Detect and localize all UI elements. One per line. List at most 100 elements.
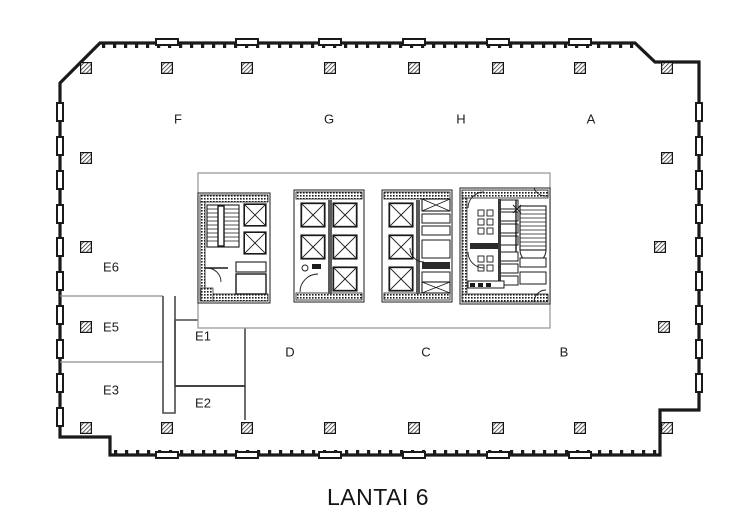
wall-mullion-tick	[653, 450, 657, 454]
wall-mullion-tick	[212, 44, 216, 48]
left-wall-windows	[56, 102, 64, 427]
facade-opening	[402, 38, 426, 46]
column-marker	[661, 62, 673, 74]
wall-mullion-tick	[609, 450, 613, 454]
wall-mullion-tick	[543, 450, 547, 454]
bottom-wall-openings	[155, 451, 592, 459]
wall-mullion-tick	[432, 44, 436, 48]
toilet-cubicles-male	[498, 199, 519, 287]
top-wall-openings	[155, 38, 592, 46]
wall-mullion-tick	[642, 450, 646, 454]
column-marker	[80, 62, 92, 74]
wall-mullion-tick	[399, 44, 403, 48]
elevator-c4	[332, 234, 358, 260]
wall-mullion-tick	[213, 450, 217, 454]
column-marker	[574, 422, 586, 434]
wall-mullion-tick	[598, 450, 602, 454]
lift-core-wall-center	[328, 200, 332, 294]
facade-window	[695, 204, 703, 224]
wall-mullion-tick	[311, 44, 315, 48]
wall-mullion-tick	[388, 44, 392, 48]
wall-mullion-tick	[443, 44, 447, 48]
facade-window	[695, 339, 703, 359]
wall-mullion-tick	[224, 450, 228, 454]
elevator-c3	[300, 234, 326, 260]
wall-mullion-tick	[278, 44, 282, 48]
zone-label-f: F	[174, 111, 182, 126]
facade-opening	[235, 38, 259, 46]
wall-mullion-tick	[520, 44, 524, 48]
wash-basins	[467, 209, 505, 289]
wall-mullion-tick	[290, 450, 294, 454]
zone-label-e2: E2	[195, 395, 211, 410]
elevator-c5	[332, 266, 358, 292]
facade-opening	[155, 451, 179, 459]
column-marker	[492, 62, 504, 74]
facade-opening	[235, 451, 259, 459]
elevator-c1	[300, 202, 326, 228]
facade-opening	[155, 38, 179, 46]
column-marker	[661, 152, 673, 164]
stairwell-east	[512, 200, 547, 264]
facade-window	[695, 136, 703, 156]
door-swing-toilet-1	[467, 191, 485, 209]
wall-mullion-tick	[201, 44, 205, 48]
column-marker	[661, 422, 673, 434]
door-swing-janitor	[533, 289, 547, 303]
column-marker	[161, 62, 173, 74]
wall-mullion-tick	[454, 44, 458, 48]
wall-mullion-tick	[223, 44, 227, 48]
zone-label-e5: E5	[103, 319, 119, 334]
wall-mullion-tick	[268, 450, 272, 454]
wall-mullion-tick	[344, 44, 348, 48]
zone-label-h: H	[456, 111, 465, 126]
facade-window	[695, 305, 703, 325]
wall-mullion-tick	[355, 44, 359, 48]
wall-mullion-tick	[367, 450, 371, 454]
wall-mullion-tick	[113, 44, 117, 48]
wall-mullion-tick	[531, 44, 535, 48]
wall-mullion-tick	[202, 450, 206, 454]
facade-window	[56, 339, 64, 359]
wall-mullion-tick	[597, 44, 601, 48]
wall-mullion-tick	[619, 44, 623, 48]
core-block-stair-lift-west	[197, 192, 271, 304]
core-wall-hatch-bottom	[199, 293, 269, 302]
wall-mullion-tick	[279, 450, 283, 454]
column-marker	[80, 422, 92, 434]
facade-window	[695, 170, 703, 190]
wall-mullion-tick	[510, 450, 514, 454]
door-swing-duct	[409, 247, 425, 263]
facade-opening	[318, 38, 342, 46]
elevator-c2	[332, 202, 358, 228]
wall-mullion-tick	[554, 450, 558, 454]
core-block-lift-center-west	[293, 189, 365, 303]
column-marker	[574, 62, 586, 74]
wall-mullion-tick	[465, 44, 469, 48]
wall-mullion-tick	[466, 450, 470, 454]
facade-window	[695, 271, 703, 291]
facade-window	[56, 204, 64, 224]
wall-mullion-tick	[300, 44, 304, 48]
facade-window	[56, 271, 64, 291]
wall-mullion-tick	[267, 44, 271, 48]
page-title: LANTAI 6	[327, 484, 429, 510]
wall-mullion-tick	[630, 44, 634, 48]
facade-window	[695, 373, 703, 393]
stairwell-west	[206, 204, 240, 248]
wall-mullion-tick	[378, 450, 382, 454]
elevator-w2	[243, 231, 267, 255]
facade-window	[56, 373, 64, 393]
wall-mullion-tick	[146, 44, 150, 48]
column-marker	[654, 241, 666, 253]
elevator-e2	[388, 234, 414, 260]
wall-mullion-tick	[564, 44, 568, 48]
wall-mullion-tick	[521, 450, 525, 454]
elevator-e3	[388, 266, 414, 292]
column-marker	[161, 422, 173, 434]
column-marker	[658, 321, 670, 333]
core-block-lift-duct-center-east	[381, 189, 453, 303]
wall-mullion-tick	[509, 44, 513, 48]
